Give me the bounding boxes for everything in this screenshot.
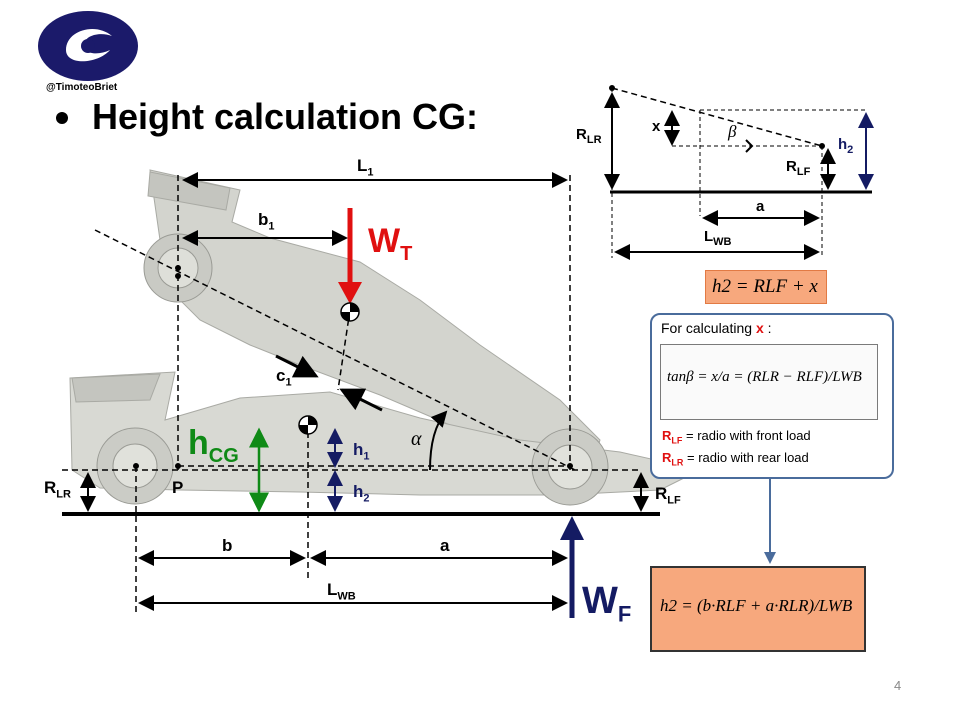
logo-icon xyxy=(38,11,138,81)
title-bullet xyxy=(56,112,68,124)
label-WF: WF xyxy=(582,580,632,627)
inset-label-x: x xyxy=(652,118,661,135)
formula-h2-text: h2 = RLF + x xyxy=(712,276,818,297)
cg-marker-level xyxy=(298,415,318,435)
slide-title: Height calculation CG: xyxy=(92,96,479,137)
tan-beta-equation: tanβ = x/a = (RLR − RLF)/LWB xyxy=(667,369,862,385)
inset-label-LWB: LWB xyxy=(704,228,732,248)
label-h2: h2 xyxy=(353,482,370,505)
inset-label-beta: β xyxy=(728,122,737,141)
label-b: b xyxy=(222,536,233,555)
label-b1: b1 xyxy=(258,210,275,233)
def-rlf: RLF = radio with front load xyxy=(662,428,811,446)
inset-triangle xyxy=(604,85,874,260)
inset-label-h2: h2 xyxy=(838,136,854,156)
label-P: P xyxy=(172,478,184,497)
info-title: For calculating x : xyxy=(661,320,772,336)
inset-label-RLR: RLR xyxy=(576,126,602,146)
label-a: a xyxy=(440,536,450,555)
label-L1: L1 xyxy=(357,156,374,179)
cg-marker-tilted xyxy=(340,302,360,322)
label-h1: h1 xyxy=(353,440,370,463)
label-LWB: LWB xyxy=(327,580,356,603)
page-number: 4 xyxy=(894,678,902,693)
label-alpha: α xyxy=(411,428,422,450)
formula-result-box: h2 = (b·RLF + a·RLR)/LWB xyxy=(650,566,866,652)
inset-label-RLF: RLF xyxy=(786,158,811,178)
def-rlr: RLR = radio with rear load xyxy=(662,450,809,468)
label-WT: WT xyxy=(368,222,413,265)
label-RLF: RLF xyxy=(655,484,681,507)
label-hCG: hCG xyxy=(188,424,239,467)
formula-result-text: h2 = (b·RLF + a·RLR)/LWB xyxy=(660,596,853,615)
inset-label-a: a xyxy=(756,198,765,215)
label-RLR: RLR xyxy=(44,478,71,501)
brand-handle: @TimoteoBriet xyxy=(46,82,118,93)
label-c1: c1 xyxy=(276,366,292,389)
formula-h2-box: h2 = RLF + x xyxy=(705,270,827,304)
tan-beta-equation-box: tanβ = x/a = (RLR − RLF)/LWB xyxy=(660,344,878,420)
